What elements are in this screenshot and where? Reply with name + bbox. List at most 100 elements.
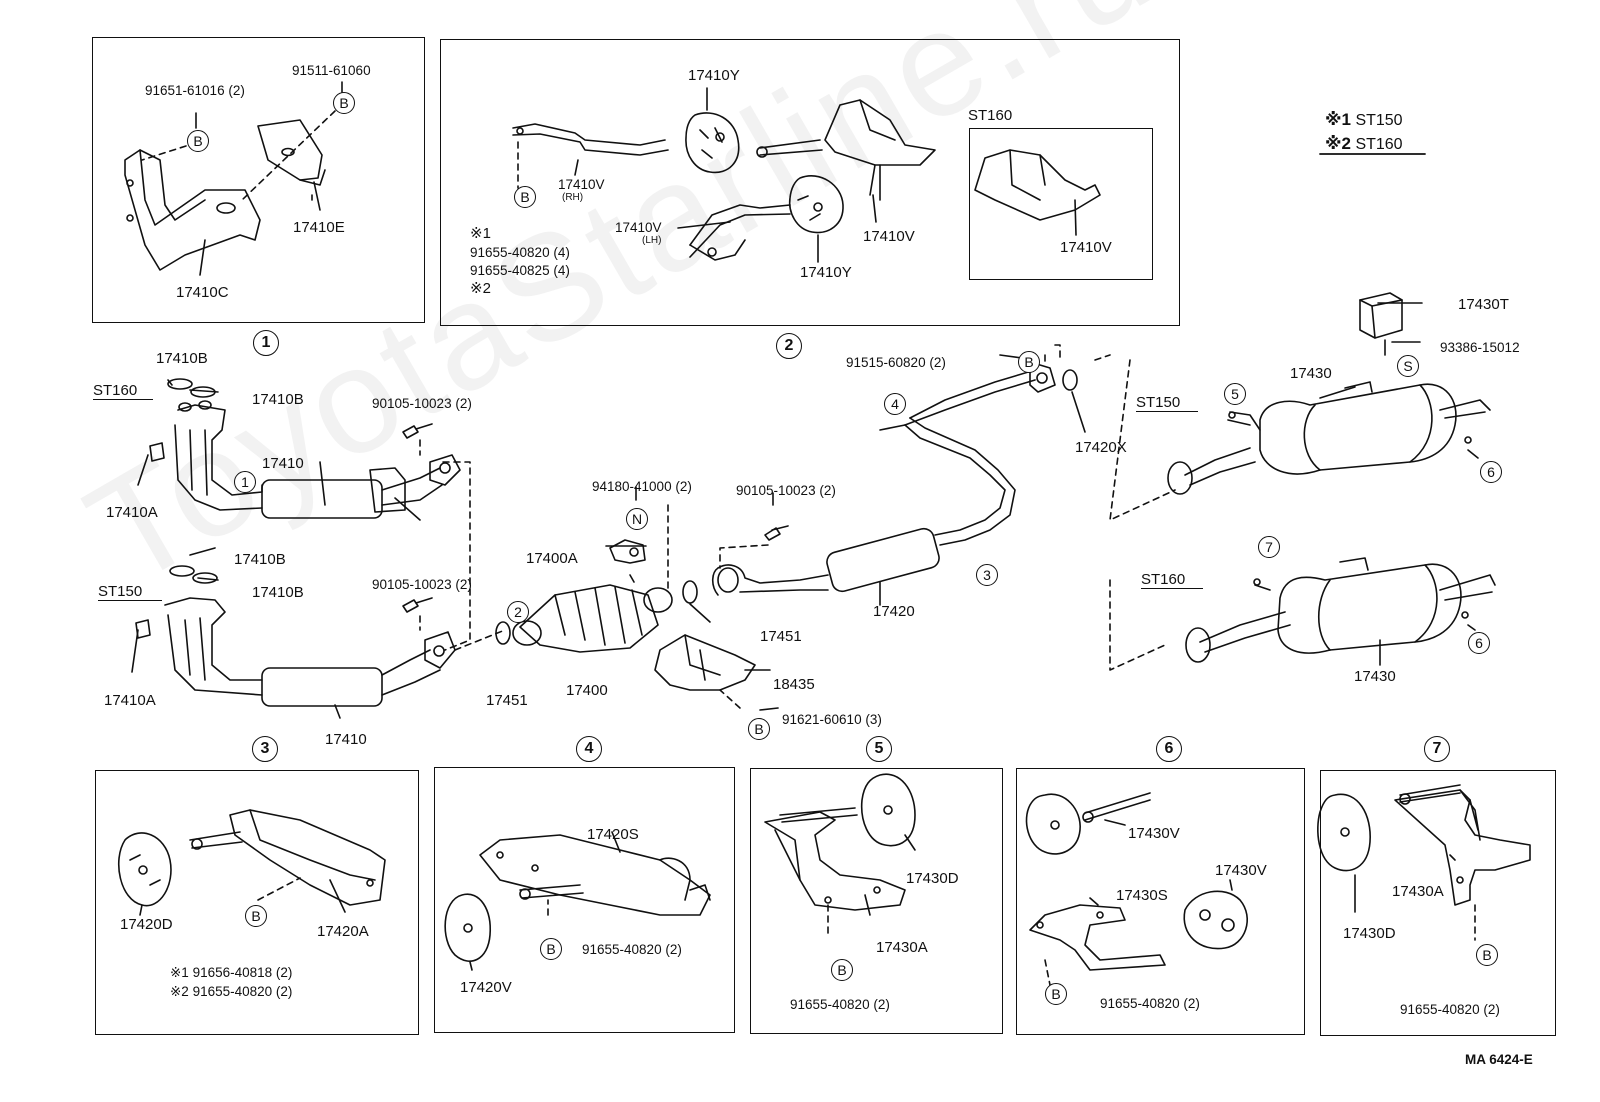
hanger-17430v-b-drawing [1183,890,1249,950]
part-91655-40820: 91655-40820 (2) [1100,996,1200,1011]
bolt-b-marker: B [245,905,267,927]
hanger-17410y-low-drawing [788,175,844,234]
part-17420d: 17420D [120,916,173,933]
part-17410v-rh: 17410V [558,177,605,192]
callout-2: 2 [776,333,802,359]
part-17410a: 17410A [104,692,156,709]
legend-model-2: ST160 [1355,136,1403,153]
hanger-17430d-5-drawing [860,773,916,847]
panel-3-box [95,770,419,1035]
part-17410b: 17410B [252,584,304,601]
part-17410a: 17410A [106,504,158,521]
part-17420x: 17420X [1075,439,1127,456]
callout-6: 6 [1156,736,1182,762]
lh-note: (LH) [642,235,662,246]
legend-row-2: ※2 ST160 [1325,135,1403,154]
part-90105-10023-c: 90105-10023 (2) [736,483,836,498]
panel-7-box [1320,770,1556,1036]
part-17430t: 17430T [1458,296,1509,313]
part-17400: 17400 [566,682,608,699]
callout-4: 4 [576,736,602,762]
part-17410v-mid: 17410V [863,228,915,245]
hanger-17410y-top-drawing [685,112,740,174]
note-91655-40820: ※2 91655-40820 (2) [170,984,293,999]
note-st150-mark: ※1 [470,225,491,242]
part-17430d: 17430D [906,870,959,887]
part-17410b: 17410B [234,551,286,568]
hanger-17430v-a-drawing [1025,793,1081,855]
bolt-b-marker: B [831,959,853,981]
converter-17400-drawing [495,574,698,653]
part-17430-st160: 17430 [1354,668,1396,685]
part-91621-60610: 91621-60610 (3) [782,712,882,727]
bolt-s-marker: S [1397,355,1419,377]
part-17420v: 17420V [460,979,512,996]
part-90105-10023-b: 90105-10023 (2) [372,577,472,592]
part-91655-40820: 91655-40820 (2) [582,942,682,957]
panel-2-box [440,39,1180,326]
hanger-17430d-7-drawing [1317,793,1371,872]
bolts-top-drawing [402,423,433,613]
callout-6-main: 6 [1480,461,1502,483]
st150-rear-label: ST150 [1136,394,1198,412]
clamp-17400a-drawing [609,539,646,564]
nut-n-marker: N [626,508,648,530]
bolts-mid-drawing [764,525,789,541]
part-94180-41000: 94180-41000 (2) [592,479,692,494]
callout-5: 5 [866,736,892,762]
callout-5-main: 5 [1224,383,1246,405]
part-17420s: 17420S [587,826,639,843]
hanger-17420d-drawing [117,832,172,907]
part-17410b: 17410B [156,350,208,367]
panel-1-box [92,37,425,323]
part-17410v-lh: 17410V [615,220,662,235]
part-17410-st150: 17410 [325,731,367,748]
part-17420a: 17420A [317,923,369,940]
callout-3: 3 [252,736,278,762]
callout-2-main: 2 [507,601,529,623]
note-st160-mark: ※2 [470,280,491,297]
panel-4-box [434,767,735,1033]
legend-row-1: ※1 ST150 [1325,111,1403,130]
part-17430a: 17430A [876,939,928,956]
callout-1: 1 [253,330,279,356]
bolt-b-marker: B [1045,983,1067,1005]
bolt-b-marker: B [748,718,770,740]
st160-label: ST160 [93,382,153,400]
part-17430d: 17430D [1343,925,1396,942]
front-pipe-st160-drawing [149,378,461,521]
part-17420: 17420 [873,603,915,620]
part-91515-60820: 91515-60820 (2) [846,355,946,370]
callout-7-main: 7 [1258,536,1280,558]
bracket-17420s-drawing [479,834,711,916]
part-17451: 17451 [486,692,528,709]
bolt-b-marker: B [1476,944,1498,966]
part-17410e: 17410E [293,219,345,236]
part-93386-15012: 93386-15012 [1440,340,1520,355]
part-18435: 18435 [773,676,815,693]
front-pipe-st150-drawing [135,565,456,707]
bolt-b-marker: B [187,130,209,152]
part-91655-40820: 91655-40820 (4) [470,245,570,260]
part-17430-st150: 17430 [1290,365,1332,382]
bracket-17430a-7-drawing [1394,784,1531,906]
note-91656-40818: ※1 91656-40818 (2) [170,965,293,980]
part-90105-10023-a: 90105-10023 (2) [372,396,472,411]
bracket-17430a-5-drawing [764,807,906,911]
diagram-code: MA 6424-E [1465,1052,1533,1067]
part-17430v: 17430V [1128,825,1180,842]
part-17400a: 17400A [526,550,578,567]
muffler-st160-drawing [1185,557,1496,663]
callout-7: 7 [1424,736,1450,762]
cushion-17430t-drawing [1359,292,1403,339]
legend-mark-2: ※2 [1325,134,1351,153]
bolt-b-marker: B [514,186,536,208]
callout-1-main: 1 [234,471,256,493]
part-17451: 17451 [760,628,802,645]
bolt-b-marker: B [540,938,562,960]
part-17430s: 17430S [1116,887,1168,904]
rh-note: (RH) [562,192,584,203]
part-17430v: 17430V [1215,862,1267,879]
panel-5-box [750,768,1003,1034]
part-91511-61060: 91511-61060 [292,63,371,78]
